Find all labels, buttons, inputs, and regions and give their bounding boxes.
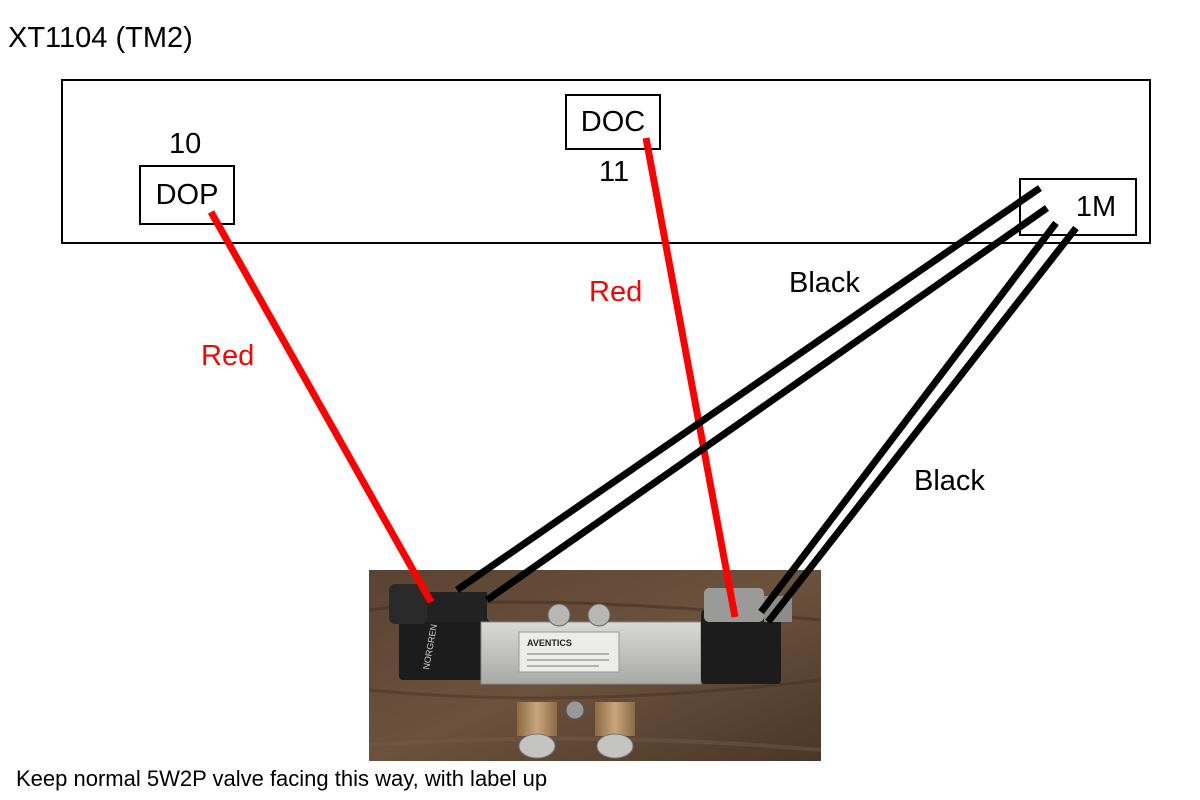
dop-terminal-label: DOP <box>155 178 219 211</box>
black-wire-upper-b <box>484 205 1050 603</box>
left-solenoid-coil <box>399 618 489 680</box>
m1-terminal-label: 1M <box>1075 190 1117 223</box>
red-wire-dop <box>207 210 435 604</box>
valve-illustration: NORGREN AVENTICS <box>369 570 821 761</box>
doc-terminal-number: 11 <box>599 156 630 188</box>
black-wire-lower-label: Black <box>914 465 985 497</box>
right-muffler <box>595 702 635 736</box>
black-wire-lower-b <box>765 225 1079 625</box>
left-muffler <box>517 702 557 736</box>
valve-photo: NORGREN AVENTICS <box>369 570 821 761</box>
doc-terminal-label: DOC <box>580 105 646 138</box>
terminal-panel <box>61 79 1151 244</box>
instruction-caption: Keep normal 5W2P valve facing this way, … <box>16 766 548 791</box>
black-wire-upper-a <box>455 185 1042 593</box>
dop-terminal-number: 10 <box>169 128 202 160</box>
red-wire-dop-label: Red <box>201 340 255 372</box>
black-wire-upper-label: Black <box>789 267 860 299</box>
red-wire-doc <box>642 137 739 618</box>
valve-brand-text: AVENTICS <box>527 638 572 648</box>
red-wire-doc-label: Red <box>589 276 643 308</box>
black-wire-lower-a <box>758 220 1059 615</box>
valve-label-plate <box>518 631 620 673</box>
dop-terminal: DOP <box>139 165 235 225</box>
diagram-title: XT1104 (TM2) <box>8 22 193 54</box>
left-connector <box>389 584 427 624</box>
right-solenoid-coil <box>701 610 781 684</box>
